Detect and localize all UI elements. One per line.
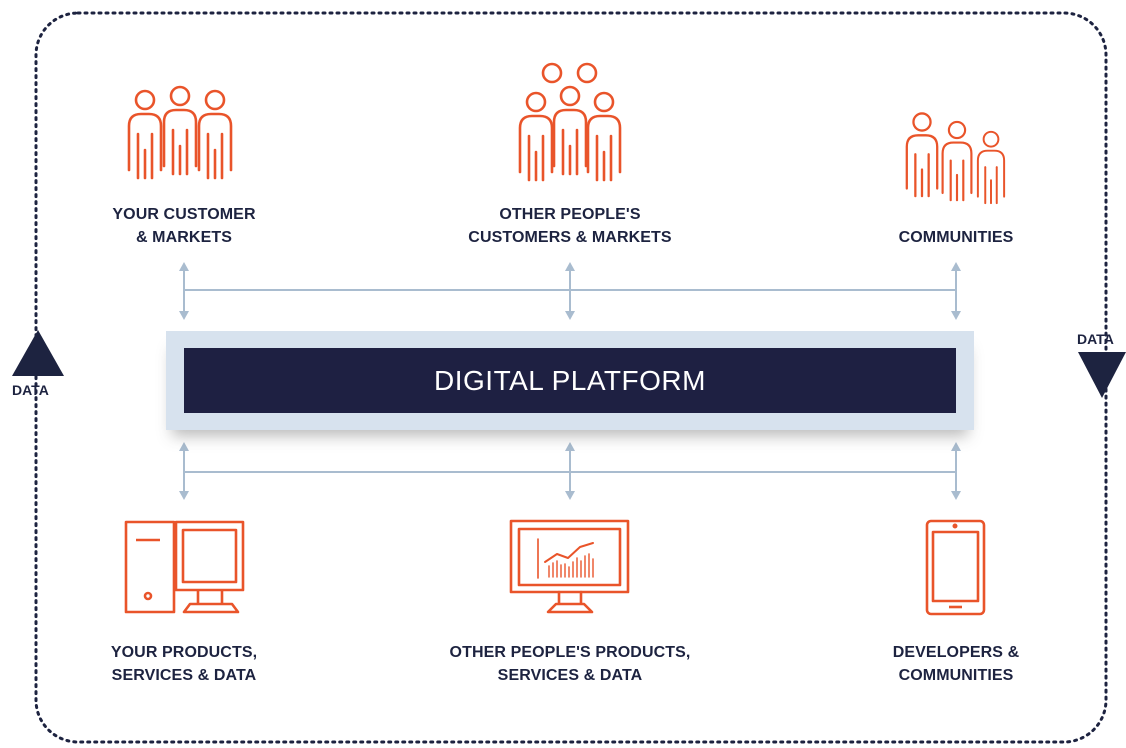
bottom-connectors <box>183 447 957 496</box>
node-label-other-customers-markets: OTHER PEOPLE'S CUSTOMERS & MARKETS <box>420 203 720 249</box>
node-label-line <box>856 203 1056 226</box>
node-label-your-products: YOUR PRODUCTS, SERVICES & DATA <box>64 641 304 687</box>
node-label-line: CUSTOMERS & MARKETS <box>468 229 672 246</box>
node-label-line: SERVICES & DATA <box>497 667 643 684</box>
node-label-developers-communities: DEVELOPERS & COMMUNITIES <box>856 641 1056 687</box>
tablet-icon <box>925 519 986 616</box>
node-label-line: YOUR CUSTOMER <box>112 206 256 223</box>
node-label-line: OTHER PEOPLE'S <box>499 206 641 223</box>
node-label-line: COMMUNITIES <box>898 229 1014 246</box>
node-label-line: DEVELOPERS & <box>892 644 1020 661</box>
digital-platform-bar: DIGITAL PLATFORM <box>184 348 956 413</box>
digital-platform-label: DIGITAL PLATFORM <box>434 364 706 396</box>
node-label-communities: COMMUNITIES <box>856 203 1056 249</box>
crowd-icon <box>518 62 622 182</box>
desktop-computer-icon <box>124 520 245 614</box>
data-down-arrow-icon <box>1078 352 1126 398</box>
monitor-chart-icon <box>509 519 630 614</box>
node-label-line: YOUR PRODUCTS, <box>110 644 258 661</box>
top-connectors <box>183 267 957 316</box>
community-people-icon <box>905 112 1006 205</box>
node-label-line: & MARKETS <box>135 229 232 246</box>
data-label-left: DATA <box>12 382 49 398</box>
three-people-icon <box>127 85 233 180</box>
node-label-line: COMMUNITIES <box>898 667 1014 684</box>
node-label-other-products: OTHER PEOPLE'S PRODUCTS, SERVICES & DATA <box>410 641 730 687</box>
data-label-right: DATA <box>1077 331 1114 347</box>
top-connector-arrowheads <box>179 262 961 320</box>
node-label-line: OTHER PEOPLE'S PRODUCTS, <box>449 644 691 661</box>
data-up-arrow-icon <box>12 330 64 376</box>
node-label-your-customer-markets: YOUR CUSTOMER & MARKETS <box>64 203 304 249</box>
node-label-line: SERVICES & DATA <box>111 667 257 684</box>
bottom-connector-arrowheads <box>179 442 961 500</box>
